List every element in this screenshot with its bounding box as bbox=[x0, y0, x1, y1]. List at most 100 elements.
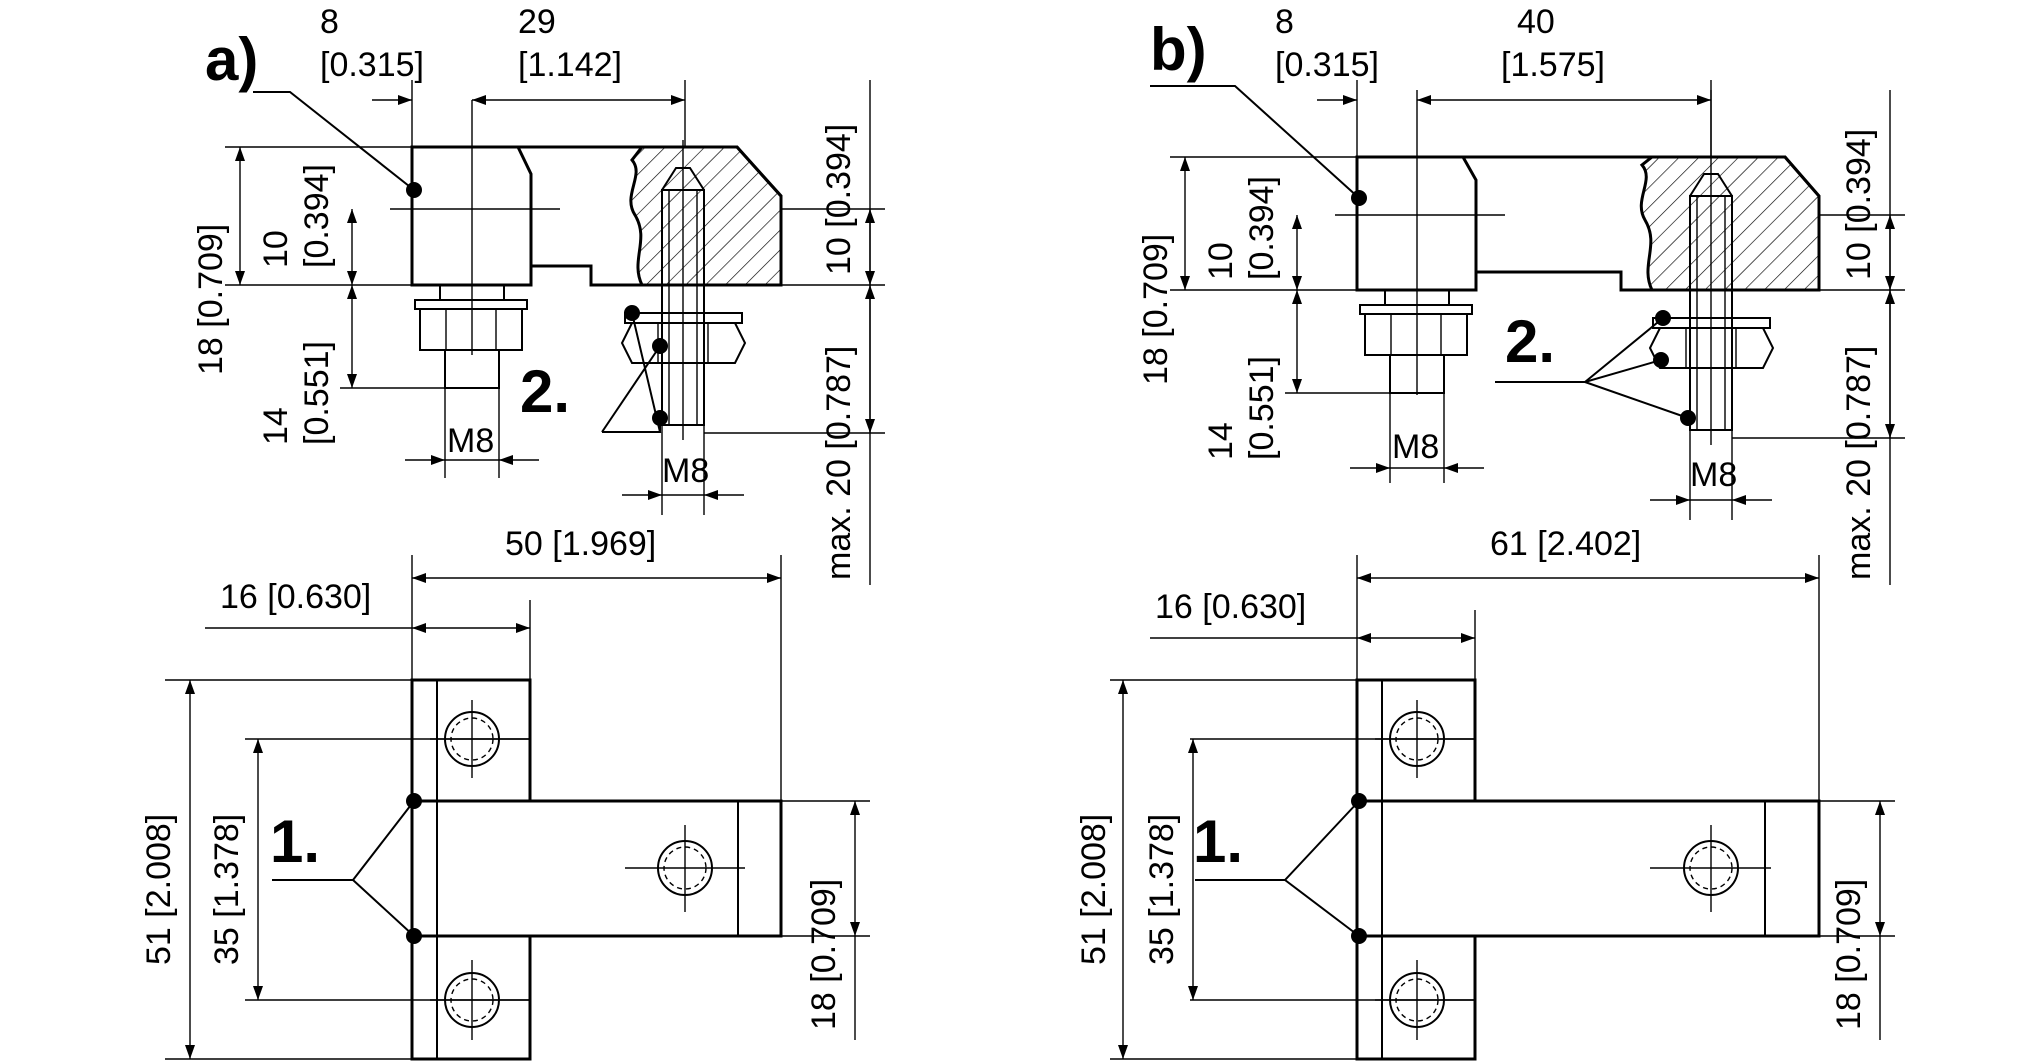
height-18b: 18 [0.709] bbox=[805, 879, 843, 1030]
item-2-label: 2. bbox=[520, 358, 570, 425]
clamp-block-left bbox=[410, 145, 533, 287]
dim-a-inches: [0.315] bbox=[320, 46, 424, 84]
leader-dot bbox=[1680, 410, 1696, 426]
dim-h10: 10 bbox=[1202, 242, 1240, 280]
leader-dot bbox=[1653, 352, 1669, 368]
dim-h10: 10 bbox=[257, 230, 295, 268]
item-2-leader bbox=[1584, 381, 1689, 419]
item-2-leader bbox=[602, 312, 662, 433]
height-51: 51 [2.008] bbox=[140, 814, 178, 965]
panel-b-label: b) bbox=[1150, 16, 1207, 83]
item-2-leader bbox=[601, 345, 661, 433]
item-1-label: 1. bbox=[270, 808, 320, 875]
thread-left-neck bbox=[1384, 289, 1450, 306]
m8-left-label: M8 bbox=[1392, 428, 1439, 466]
dim-h14-inches: [0.551] bbox=[298, 341, 336, 445]
t-slot-block-bottom bbox=[410, 934, 532, 1061]
item-a-leader bbox=[253, 91, 415, 191]
t-slot-block-top bbox=[410, 678, 532, 803]
item-2-leader bbox=[1584, 359, 1662, 383]
height-35: 35 [1.378] bbox=[1143, 814, 1181, 965]
leader-dot bbox=[1351, 190, 1367, 206]
stud-right bbox=[1648, 90, 1775, 445]
panel-a-left-dims: 18 [0.709] 10 [0.394] 14 [0.551] bbox=[192, 146, 445, 445]
panel-b: b) 2. bbox=[1075, 3, 1905, 1061]
t-slot-block-top bbox=[1355, 678, 1477, 803]
panel-b-left-dims: 18 [0.709] 10 [0.394] 14 [0.551] bbox=[1137, 156, 1390, 460]
dim-h18: 18 [0.709] bbox=[1137, 234, 1175, 385]
dim-b-inches: [1.575] bbox=[1501, 46, 1605, 84]
panel-b-right-dims: 10 [0.394] max. 20 [0.787] bbox=[1732, 90, 1905, 585]
section-hatch bbox=[629, 145, 783, 287]
hex-nut-left bbox=[419, 308, 523, 351]
dim-h18: 18 [0.709] bbox=[192, 224, 230, 375]
panel-a-top-dims: 8 [0.315] 29 [1.142] bbox=[320, 3, 686, 147]
leader-dot bbox=[1351, 928, 1367, 944]
item-2-label: 2. bbox=[1505, 308, 1555, 375]
item-1-label: 1. bbox=[1193, 808, 1243, 875]
clamp-arm bbox=[1355, 799, 1821, 938]
dim-h14: 14 bbox=[1202, 422, 1240, 460]
leader-dot bbox=[1655, 310, 1671, 326]
t-slot-block-bottom bbox=[1355, 934, 1477, 1061]
dim-r10: 10 [0.394] bbox=[1840, 129, 1878, 280]
panel-b-top-dims: 8 [0.315] 40 [1.575] bbox=[1275, 3, 1712, 157]
leader-dot bbox=[652, 410, 668, 426]
panel-a-side-view: 2. bbox=[253, 91, 783, 440]
width-block: 16 [0.630] bbox=[1155, 588, 1306, 626]
hex-nut-right bbox=[1648, 327, 1775, 369]
dim-b-value: 29 bbox=[518, 3, 556, 41]
section-hatch bbox=[1639, 155, 1821, 292]
panel-b-side-view: 2. bbox=[1150, 85, 1821, 445]
panel-a-right-dims: 10 [0.394] max. 20 [0.787] bbox=[704, 80, 885, 585]
thread-left-neck bbox=[439, 284, 505, 301]
leader-dot bbox=[406, 793, 422, 809]
height-51: 51 [2.008] bbox=[1075, 814, 1113, 965]
panel-a-label: a) bbox=[205, 26, 258, 93]
m8-left-label: M8 bbox=[447, 422, 494, 460]
m8-right-label: M8 bbox=[1690, 456, 1737, 494]
panel-a-thread-dims: M8 M8 bbox=[405, 388, 744, 515]
item-1-leader bbox=[1284, 879, 1360, 937]
m8-right-label: M8 bbox=[662, 452, 709, 490]
dim-r20: max. 20 [0.787] bbox=[1840, 346, 1878, 580]
panel-b-plan-view: 1. bbox=[1193, 678, 1821, 1061]
clamp-step bbox=[1476, 270, 1650, 292]
width-total: 50 [1.969] bbox=[505, 525, 656, 563]
item-1-leader bbox=[352, 879, 415, 937]
panel-a: a) bbox=[140, 3, 885, 1061]
dim-h10-inches: [0.394] bbox=[1243, 176, 1281, 280]
clamp-arm bbox=[410, 799, 783, 938]
dim-b-inches: [1.142] bbox=[518, 46, 622, 84]
leader-dot bbox=[1351, 793, 1367, 809]
leader-dot bbox=[406, 182, 422, 198]
clamp-step bbox=[531, 264, 640, 287]
leader-dot bbox=[624, 305, 640, 321]
dim-h14: 14 bbox=[257, 407, 295, 445]
dim-a-value: 8 bbox=[320, 3, 339, 41]
height-18b: 18 [0.709] bbox=[1830, 879, 1868, 1030]
panel-b-thread-dims: M8 M8 bbox=[1350, 393, 1772, 520]
clamp-block-left bbox=[1355, 155, 1478, 292]
item-b-leader bbox=[1150, 85, 1360, 199]
dim-a-value: 8 bbox=[1275, 3, 1294, 41]
panel-a-plan-dims: 50 [1.969] 16 [0.630] 51 [2.008] 35 [1.3… bbox=[140, 525, 870, 1060]
panel-a-plan-view: 1. bbox=[270, 678, 783, 1061]
washer-left bbox=[1359, 304, 1473, 315]
height-35: 35 [1.378] bbox=[208, 814, 246, 965]
width-total: 61 [2.402] bbox=[1490, 525, 1641, 563]
leader-dot bbox=[652, 338, 668, 354]
thread-left bbox=[444, 349, 500, 389]
leader-dot bbox=[406, 928, 422, 944]
dim-b-value: 40 bbox=[1517, 3, 1555, 41]
washer-left bbox=[414, 299, 528, 310]
dim-r10: 10 [0.394] bbox=[820, 124, 858, 275]
hex-nut-left bbox=[1364, 313, 1468, 356]
hex-nut-right bbox=[620, 322, 747, 364]
dim-h10-inches: [0.394] bbox=[298, 164, 336, 268]
panel-b-plan-dims: 61 [2.402] 16 [0.630] 51 [2.008] 35 [1.3… bbox=[1075, 525, 1895, 1060]
width-block: 16 [0.630] bbox=[220, 578, 371, 616]
dim-h14-inches: [0.551] bbox=[1243, 356, 1281, 460]
dim-a-inches: [0.315] bbox=[1275, 46, 1379, 84]
